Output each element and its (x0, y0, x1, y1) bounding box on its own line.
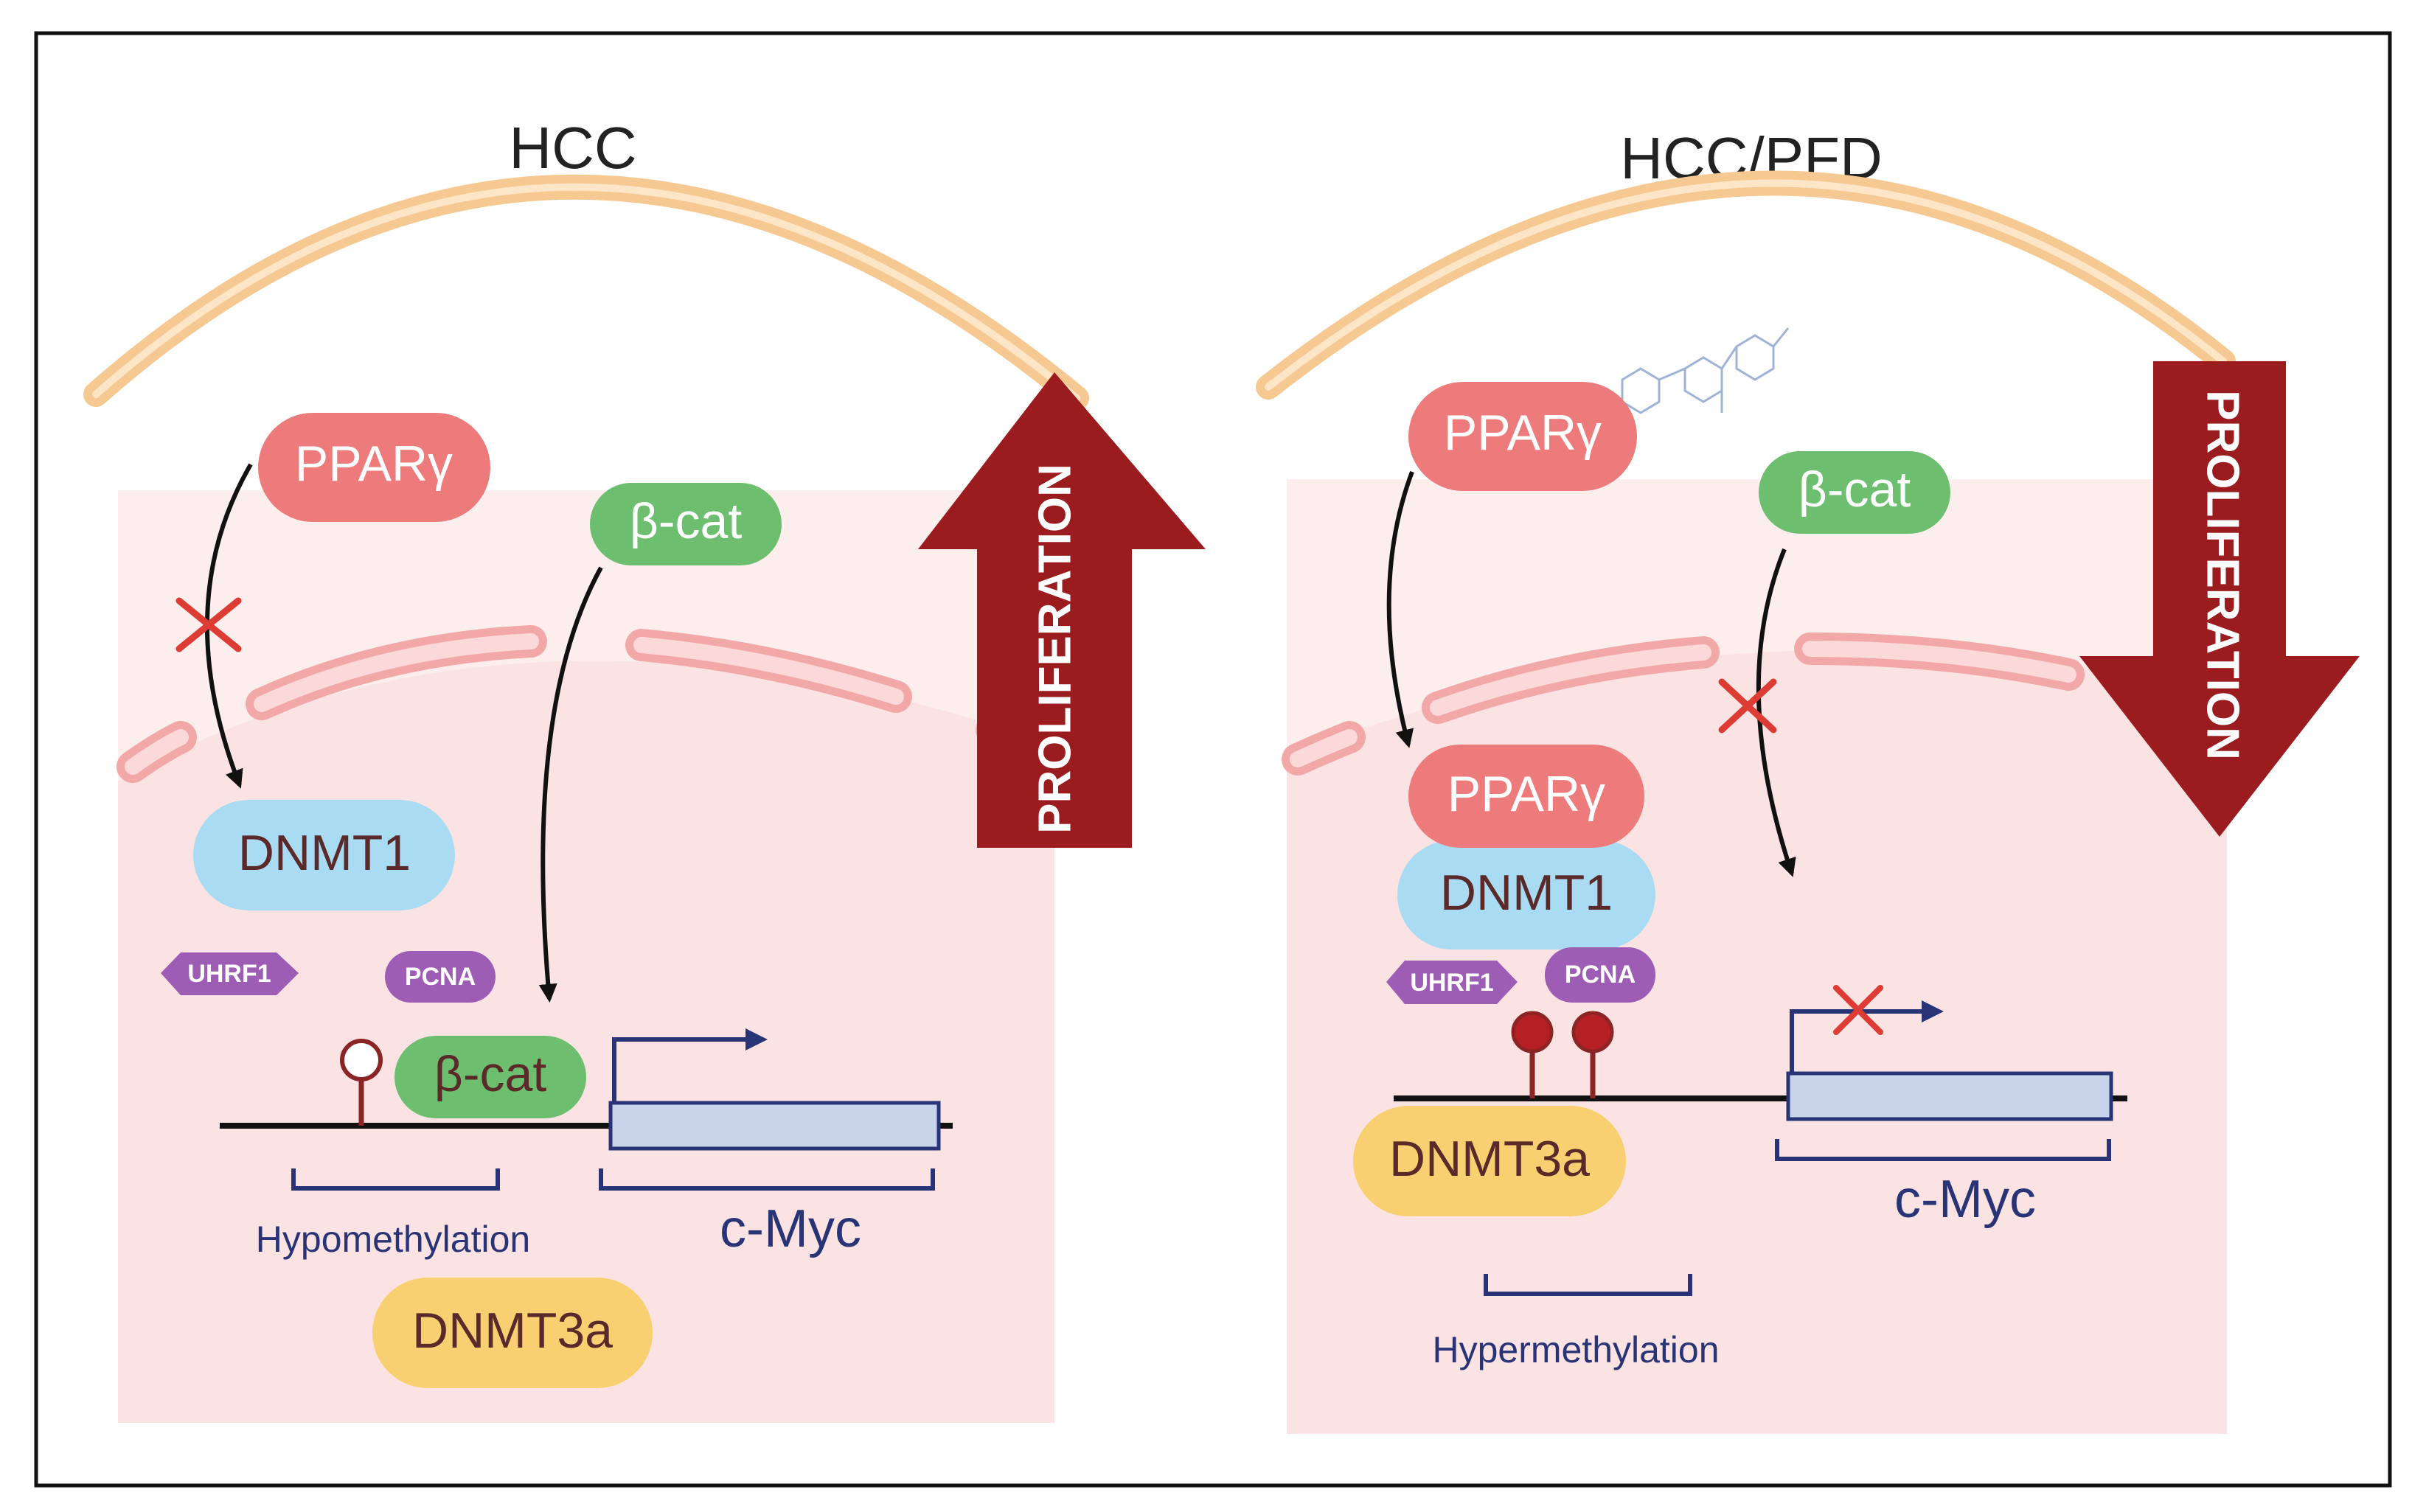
methylated-cpg-icon (1571, 1011, 1614, 1098)
pcna-node (1545, 947, 1655, 1003)
pparg-label: PPARγ (295, 436, 453, 492)
proliferation-label-hcc-pfd: PROLIFERATION (2197, 390, 2248, 760)
bcat-label: β-cat (630, 493, 743, 549)
proliferation-up-arrow: PROLIFERATION (918, 372, 1206, 848)
dnmt1-label: DNMT1 (1440, 865, 1613, 921)
bcat-label: β-cat (1798, 461, 1911, 518)
proliferation-label-hcc: PROLIFERATION (1029, 464, 1080, 834)
dnmt1-node (1397, 840, 1655, 950)
bcat-node (1759, 451, 1950, 534)
pcna-node (385, 951, 496, 1003)
pparg-node (258, 413, 490, 522)
cmyc-label: c-Myc (1894, 1170, 2036, 1229)
inhibition-x-icon (175, 597, 242, 652)
dnmt3a-node (372, 1278, 653, 1388)
uhrf1-node (161, 952, 299, 995)
uhrf1-label: UHRF1 (187, 960, 271, 988)
panel-hcc-pfd: HCC/PFD (1256, 125, 2360, 1434)
cmyc-label: c-Myc (720, 1199, 861, 1258)
dnmt3a-label: DNMT3a (412, 1303, 613, 1359)
hypermethylation-bracket (1484, 1274, 1692, 1296)
gene-bracket (599, 1168, 935, 1191)
transcription-start-arrow (1790, 1000, 1944, 1075)
pirfenidone-molecule-icon (1621, 327, 1790, 414)
panel-hcc: HCC PROLIFERATION (83, 115, 1206, 1423)
dnmt3a-node (1353, 1106, 1626, 1216)
bcat-node (590, 483, 782, 565)
transcription-start-arrow (612, 1028, 768, 1106)
cmyc-gene-box (1786, 1071, 2113, 1121)
pcna-label: PCNA (1565, 961, 1636, 989)
pparg-bound-node (1408, 745, 1644, 848)
uhrf1-node (1386, 961, 1518, 1004)
dnmt1-node (193, 800, 455, 910)
pparg-bound-label: PPARγ (1447, 766, 1605, 822)
bcat-bound-label: β-cat (434, 1046, 547, 1102)
dnmt1-label: DNMT1 (238, 825, 411, 881)
hypomethylation-bracket (291, 1168, 500, 1191)
bcat-to-gene-arrow (538, 566, 603, 1003)
pparg-to-dnmt1-arrow (204, 463, 253, 789)
transcription-blocked-x-icon (1833, 985, 1883, 1035)
bcat-bound-node (395, 1036, 586, 1118)
gene-bracket (1775, 1139, 2111, 1161)
pparg-node (1408, 382, 1637, 491)
panel-title-hcc: HCC (509, 115, 636, 181)
inhibition-x-icon (1718, 678, 1777, 734)
hypermethylation-label: Hypermethylation (1432, 1329, 1719, 1370)
pparg-to-nucleus-arrow (1386, 470, 1414, 748)
unmethylated-cpg-icon (340, 1039, 383, 1126)
methylated-cpg-icon (1511, 1011, 1554, 1098)
cmyc-gene-box (608, 1101, 941, 1151)
pparg-label: PPARγ (1444, 405, 1602, 461)
uhrf1-label: UHRF1 (1410, 969, 1493, 997)
hypomethylation-label: Hypomethylation (256, 1219, 530, 1260)
dnmt3a-label: DNMT3a (1389, 1131, 1590, 1187)
pcna-label: PCNA (405, 963, 476, 991)
proliferation-down-arrow: PROLIFERATION (2079, 361, 2360, 837)
